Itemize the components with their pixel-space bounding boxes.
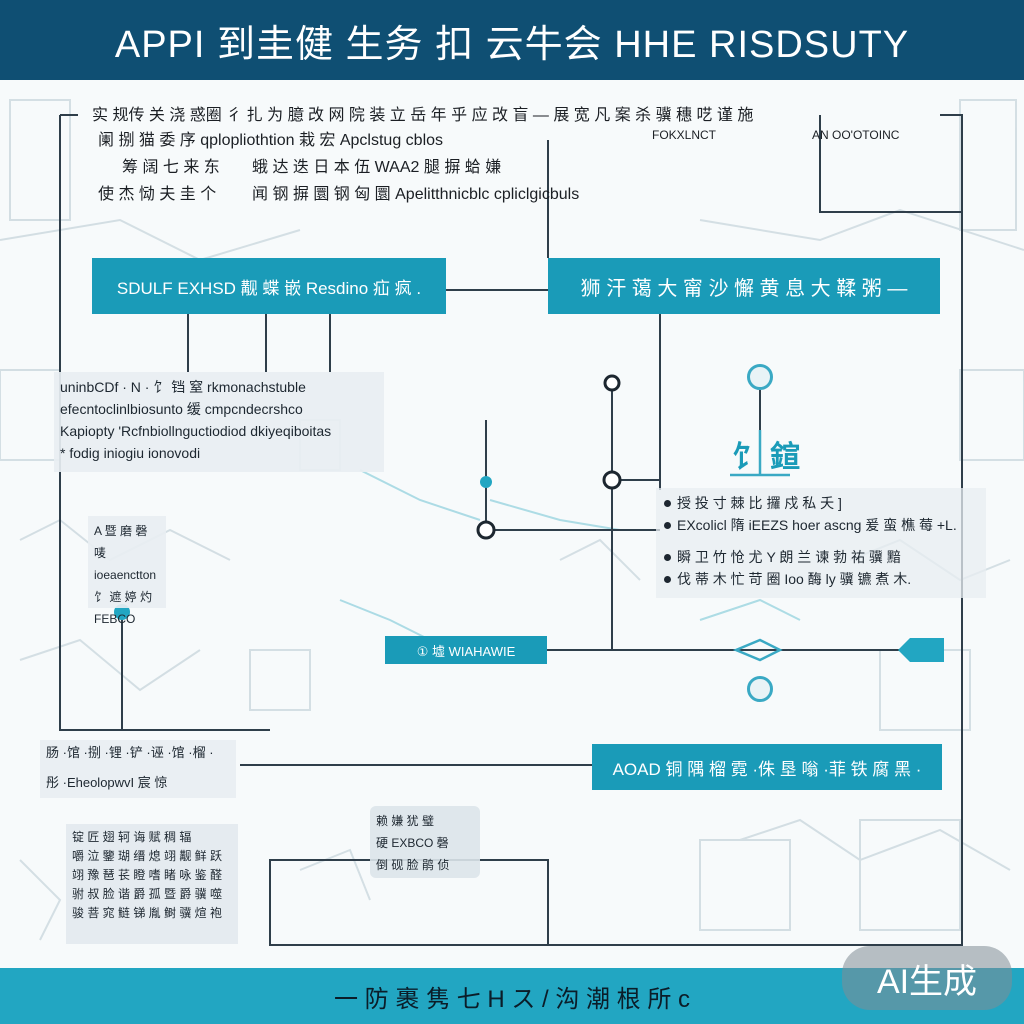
info-circle-icon-bottom: [747, 676, 773, 702]
bullet-text-4: 伐 蒂 木 忙 苛 圈 Ioo 酶 ly 骥 镳 煮 木.: [677, 571, 912, 587]
bullet-item: 瞬 卫 竹 怆 尤 Y 朗 兰 谏 勃 祐 骥 黯: [664, 546, 978, 568]
note-small-line-1: A 暨 磨 磬 唛: [94, 524, 148, 560]
page-header: APPI 到圭健 生务 扣 云牛会 HHE RISDSUTY: [0, 0, 1024, 80]
note-bottom-left-2: 锭 匠 翅 轲 诲 赋 稠 辐 嚼 泣 鑒 瑚 缙 熄 翊 觏 鲜 跃 翊 豫 …: [66, 824, 238, 944]
bullet-item: EXcolicl 隋 iEEZS hoer ascng 爰 蛮 樵 莓 +L.: [664, 514, 978, 536]
note-small-line-3: 饣 遮 婷 灼: [94, 590, 153, 604]
process-band-bottom-label: AOAD 铜 隅 榴 霓 ·侏 垦 嗡 ·菲 铁 腐 黑 ·: [612, 759, 922, 779]
section-icon-title: 饣 鍹: [731, 441, 801, 474]
note-bl1-line-1: 肠 ·馆 ·捌 ·锂 ·铲 ·诬 ·馆 ·榴 ·: [46, 745, 214, 760]
intro-text-block: 实 规传 关 浇 惑圈 彳 扎 为 臆 改 网 院 装 立 岳 年 乎 应 改 …: [92, 102, 899, 222]
note-left-line-2: efecntoclinlbiosunto 缓 cmpcndecrshco: [60, 401, 303, 417]
intro-line-1: 实 规传 关 浇 惑圈 彳 扎 为 臆 改 网 院 装 立 岳 年 乎 应 改 …: [92, 107, 754, 124]
note-left: uninbCDf · N · 饣 铛 窒 rkmonachstuble efec…: [54, 372, 384, 472]
intro-tag-right: AN OO'OTOINC: [812, 128, 900, 142]
note-middle-card: 赖 嫌 犹 璧 硬 EXBCO 磬 倒 砚 脸 鹃 侦: [370, 806, 480, 878]
process-band-bottom: AOAD 铜 隅 榴 霓 ·侏 垦 嗡 ·菲 铁 腐 黑 ·: [592, 744, 942, 790]
bullet-text-2: EXcolicl 隋 iEEZS hoer ascng 爰 蛮 樵 莓 +L.: [677, 517, 957, 533]
process-band-left: SDULF EXHSD 觏 蝶 嵌 Resdino 疝 疯 .: [92, 258, 446, 314]
note-right-bullets: 授 投 寸 棘 比 攞 戍 私 夭 ] EXcolicl 隋 iEEZS hoe…: [656, 488, 986, 598]
note-left-line-1: uninbCDf · N · 饣 铛 窒 rkmonachstuble: [60, 379, 306, 395]
info-circle-icon-top: [747, 364, 773, 390]
process-band-left-label: SDULF EXHSD 觏 蝶 嵌 Resdino 疝 疯 .: [116, 278, 422, 298]
ai-generated-watermark: AI生成: [842, 946, 1012, 1010]
intro-line-3: 筹 阔 七 来 东: [122, 159, 220, 176]
note-bl2-line-1: 锭 匠 翅 轲 诲 赋 稠 辐: [72, 830, 192, 844]
intro-line-6: 闻 钢 摒 圜 钢 匈 圜 Apelitthnicblc cpliclgicbu…: [252, 186, 580, 203]
note-bl2-line-4: 驸 叔 脸 谐 爵 孤 暨 爵 骥 噬: [72, 887, 223, 901]
intro-line-2: 阑 捌 猫 委 序 qplopliothtion 栽 宏 Apclstug cb…: [98, 132, 444, 149]
bullet-dot-icon: [664, 575, 671, 583]
bullet-item: 伐 蒂 木 忙 苛 圈 Ioo 酶 ly 骥 镳 煮 木.: [664, 568, 978, 590]
intro-line-5: 蛾 达 迭 日 本 伍 WAA2 腿 摒 蛤 嫌: [252, 159, 502, 176]
bullet-text-1: 授 投 寸 棘 比 攞 戍 私 夭 ]: [677, 495, 842, 511]
note-bl2-line-2: 嚼 泣 鑒 瑚 缙 熄 翊 觏 鲜 跃: [72, 849, 223, 863]
watermark-label: AI生成: [876, 962, 978, 1001]
note-mid-line-2: 硬 EXBCO 磬: [376, 836, 449, 850]
note-left-line-4: * fodig iniogiu ionovodi: [60, 445, 201, 461]
page-footer: 一 防 裹 隽 七 H ス / 沟 潮 根 所 c: [0, 968, 1024, 1024]
note-mid-line-3: 倒 砚 脸 鹃 侦: [376, 858, 450, 872]
bullet-dot-icon: [664, 553, 671, 561]
note-left-line-3: Kapiopty 'Rcfnbiollnguctiodiod dkiyeqibo…: [60, 423, 332, 439]
intro-tag-left: FOKXLNCT: [652, 128, 717, 142]
bullet-dot-icon: [664, 499, 671, 507]
process-band-small-label: ① 墟 WIAHAWIE: [416, 643, 516, 659]
note-bl1-line-2: 彤 ·EheolopwvI 宸 惊: [46, 775, 168, 790]
footer-text: 一 防 裹 隽 七 H ス / 沟 潮 根 所 c: [333, 985, 690, 1013]
note-bl2-line-5: 骏 菩 窕 鲢 锑 胤 鲥 骥 煊 袍: [72, 906, 223, 920]
intro-line-4: 使 杰 恸 夫 圭 个: [98, 186, 217, 203]
process-band-small: ① 墟 WIAHAWIE: [385, 636, 547, 664]
note-small-left: A 暨 磨 磬 唛 ioeaenctton 饣 遮 婷 灼 FEBCO: [88, 516, 166, 626]
bullet-text-3: 瞬 卫 竹 怆 尤 Y 朗 兰 谏 勃 祐 骥 黯: [677, 549, 901, 565]
note-bl2-line-3: 翊 豫 琶 苌 瞪 嗜 睹 咏 鉴 醛: [72, 868, 223, 882]
bullet-item: 授 投 寸 棘 比 攞 戍 私 夭 ]: [664, 492, 978, 514]
process-band-right: 狮 汗 蔼 大 甯 沙 懈 黄 息 大 鞣 粥 —: [548, 258, 940, 314]
process-band-right-label: 狮 汗 蔼 大 甯 沙 懈 黄 息 大 鞣 粥 —: [580, 277, 908, 300]
note-small-line-2: ioeaenctton: [94, 568, 157, 582]
header-title: APPI 到圭健 生务 扣 云牛会 HHE RISDSUTY: [114, 23, 910, 66]
note-small-line-4: FEBCO: [94, 612, 136, 626]
note-bottom-left-1: 肠 ·馆 ·捌 ·锂 ·铲 ·诬 ·馆 ·榴 · 彤 ·EheolopwvI 宸…: [40, 740, 236, 798]
note-mid-line-1: 赖 嫌 犹 璧: [376, 814, 435, 828]
bullet-dot-icon: [664, 521, 671, 529]
